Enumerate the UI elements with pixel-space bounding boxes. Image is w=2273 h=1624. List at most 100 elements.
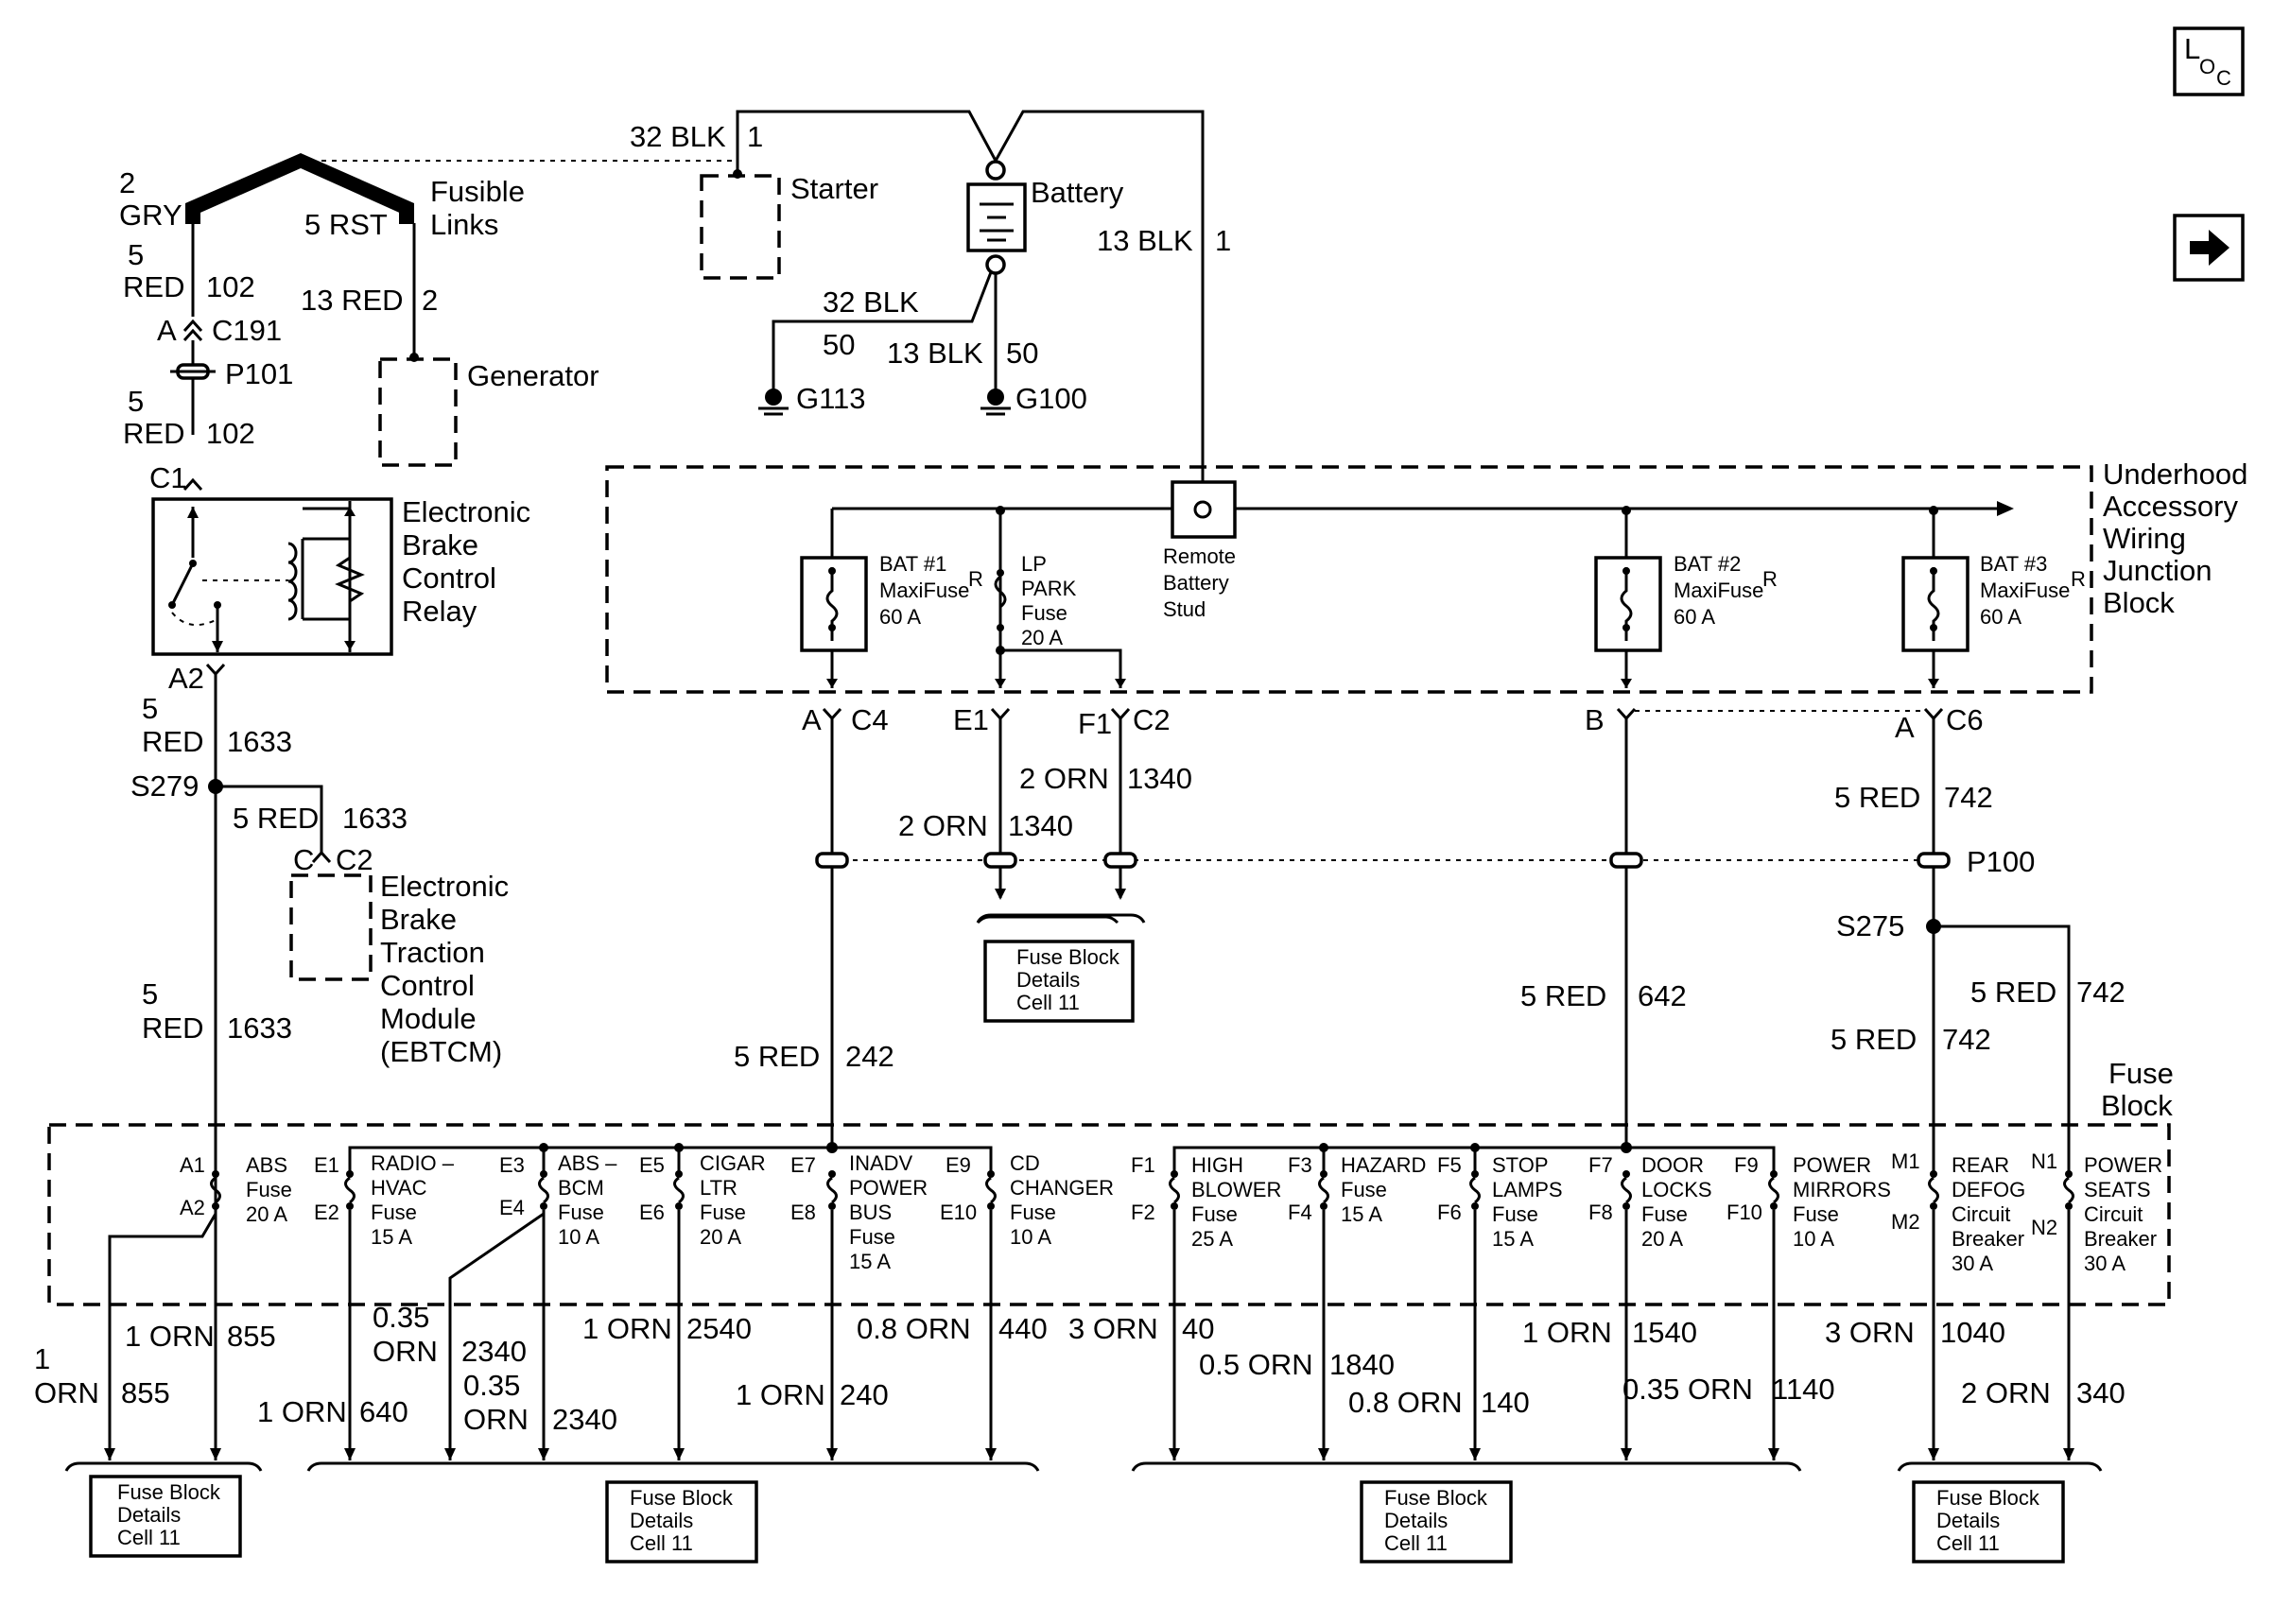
fbd2-line-2: Details — [630, 1509, 693, 1532]
bat1-label-3: 60 A — [879, 605, 921, 629]
fuse-label-abs: ABS Fuse 20 A — [246, 1153, 292, 1226]
o440-gauge: 0.8 ORN — [857, 1312, 971, 1345]
fuse-inadv-power-bus — [826, 1170, 838, 1210]
svg-text:20 A: 20 A — [700, 1225, 741, 1249]
fuse-stop-lamps — [1469, 1170, 1481, 1210]
fuse-block-details-4[interactable] — [1912, 1480, 2065, 1564]
o40-circuit: 40 — [1182, 1312, 1214, 1345]
w-32blk-gauge: 32 BLK — [630, 120, 726, 153]
svg-text:CHANGER: CHANGER — [1010, 1176, 1114, 1200]
svg-text:POWER: POWER — [2084, 1153, 2162, 1177]
w-642-gauge: 5 RED — [1520, 979, 1606, 1012]
c2-label: C2 — [336, 843, 373, 876]
o40-gauge: 3 ORN — [1068, 1312, 1158, 1345]
svg-text:Circuit: Circuit — [1952, 1202, 2010, 1226]
c2-pin: C — [293, 843, 314, 876]
o855a-circuit: 855 — [227, 1320, 276, 1353]
svg-text:Fuse: Fuse — [371, 1201, 417, 1224]
bat1-label-1: BAT #1 — [879, 552, 946, 576]
o2340a-circuit: 2340 — [461, 1335, 527, 1368]
breaker-rear-defog — [1928, 1170, 1939, 1210]
w-1633a-circuit: 1633 — [227, 725, 292, 758]
o1840-circuit: 1840 — [1329, 1348, 1395, 1381]
svg-text:Fuse: Fuse — [1793, 1202, 1839, 1226]
fuse-block-details-1[interactable] — [89, 1475, 242, 1558]
conn-f1: F1 — [1078, 707, 1112, 740]
svg-text:Fuse: Fuse — [1341, 1178, 1387, 1201]
fuse-label-hazard: HAZARD Fuse 15 A — [1341, 1153, 1426, 1226]
fuse-block-details-2[interactable] — [605, 1480, 758, 1564]
bat3-reg-mark: R — [2071, 567, 2086, 591]
w-242-circuit: 242 — [845, 1040, 894, 1073]
w-102a-gauge-2: RED — [123, 270, 184, 303]
fusible-links-label-1: Fusible — [430, 175, 525, 208]
pin-e3: E3 — [499, 1153, 525, 1177]
w-102b-circuit: 102 — [206, 417, 255, 450]
o2340b-circuit: 2340 — [552, 1403, 617, 1436]
pin-a2: A2 — [180, 1196, 205, 1219]
ground-g100-icon — [980, 389, 1011, 416]
fuse-hazard — [1318, 1170, 1329, 1210]
fuse-block-details-mid[interactable] — [983, 940, 1135, 1023]
w-13blk-1-circuit: 1 — [1215, 224, 1231, 257]
right-arrow-icon[interactable] — [2173, 214, 2245, 282]
starter-component — [700, 174, 781, 280]
w-1633b-gauge: 5 RED — [233, 802, 319, 835]
w-13red-circuit: 2 — [422, 284, 438, 317]
svg-text:REAR: REAR — [1952, 1153, 2009, 1177]
pin-f5: F5 — [1437, 1153, 1462, 1177]
svg-text:LTR: LTR — [700, 1176, 737, 1200]
svg-text:25 A: 25 A — [1191, 1227, 1233, 1251]
svg-text:DOOR: DOOR — [1641, 1153, 1704, 1177]
battery-label: Battery — [1031, 176, 1124, 209]
pin-a1: A1 — [180, 1153, 205, 1177]
fbd-mid-1: Fuse Block — [1016, 945, 1120, 969]
svg-text:15 A: 15 A — [371, 1225, 412, 1249]
o2340a-gauge-1: 0.35 — [373, 1301, 429, 1334]
w-13blk-1-gauge: 13 BLK — [1097, 224, 1193, 257]
fuse-abs — [210, 1170, 221, 1210]
loc-icon[interactable]: L O C — [2173, 26, 2245, 96]
svg-text:CD: CD — [1010, 1151, 1040, 1175]
w-742a-circuit: 742 — [1944, 781, 1993, 814]
fuse-block-title-1: Fuse — [2108, 1057, 2174, 1090]
pin-m2: M2 — [1891, 1210, 1920, 1234]
w-1340b-gauge: 2 ORN — [898, 809, 988, 842]
o440-circuit: 440 — [998, 1312, 1048, 1345]
fbd2-line-1: Fuse Block — [630, 1486, 734, 1510]
ebtcm-label-2: Brake — [380, 903, 457, 936]
ebtcm-label-4: Control — [380, 969, 475, 1002]
svg-text:LAMPS: LAMPS — [1492, 1178, 1563, 1201]
underhood-title-4: Junction — [2103, 554, 2212, 587]
s279-label: S279 — [130, 769, 199, 803]
w-32blk50-circuit: 50 — [823, 328, 855, 361]
fuse-label-cd-changer: CD CHANGER Fuse 10 A — [1010, 1151, 1114, 1249]
pin-e2: E2 — [314, 1201, 339, 1224]
fbd1-line-2: Details — [117, 1503, 181, 1527]
o1140-circuit: 1140 — [1772, 1373, 1835, 1406]
fuse-label-abs-bcm: ABS – BCM Fuse 10 A — [558, 1151, 617, 1249]
w-1340a-circuit: 1340 — [1127, 762, 1192, 795]
svg-text:Circuit: Circuit — [2084, 1202, 2143, 1226]
pin-e5: E5 — [639, 1153, 665, 1177]
w-742c-circuit: 742 — [1942, 1023, 1991, 1056]
breaker-label-rear-defog: REAR DEFOG Circuit Breaker 30 A — [1952, 1153, 2025, 1275]
o240-gauge: 1 ORN — [736, 1378, 825, 1411]
bat2-label-1: BAT #2 — [1674, 552, 1741, 576]
c1-label: C1 — [149, 461, 187, 494]
o2340b-gauge-2: ORN — [463, 1403, 529, 1436]
stud-label-2: Battery — [1163, 571, 1229, 595]
svg-text:Breaker: Breaker — [2084, 1227, 2157, 1251]
svg-text:10 A: 10 A — [558, 1225, 599, 1249]
fuse-block-details-3[interactable] — [1360, 1480, 1513, 1564]
w-13blk50-gauge: 13 BLK — [887, 337, 983, 370]
ebtcm-label-6: (EBTCM) — [380, 1035, 502, 1068]
fuse-label-high-blower: HIGH BLOWER Fuse 25 A — [1191, 1153, 1281, 1251]
s275-label: S275 — [1836, 909, 1904, 942]
w-1340b-circuit: 1340 — [1008, 809, 1073, 842]
w-742b-gauge: 5 RED — [1970, 976, 2056, 1009]
pin-e6: E6 — [639, 1201, 665, 1224]
svg-text:BCM: BCM — [558, 1176, 604, 1200]
svg-text:Fuse: Fuse — [700, 1201, 746, 1224]
underhood-title-5: Block — [2103, 586, 2175, 619]
